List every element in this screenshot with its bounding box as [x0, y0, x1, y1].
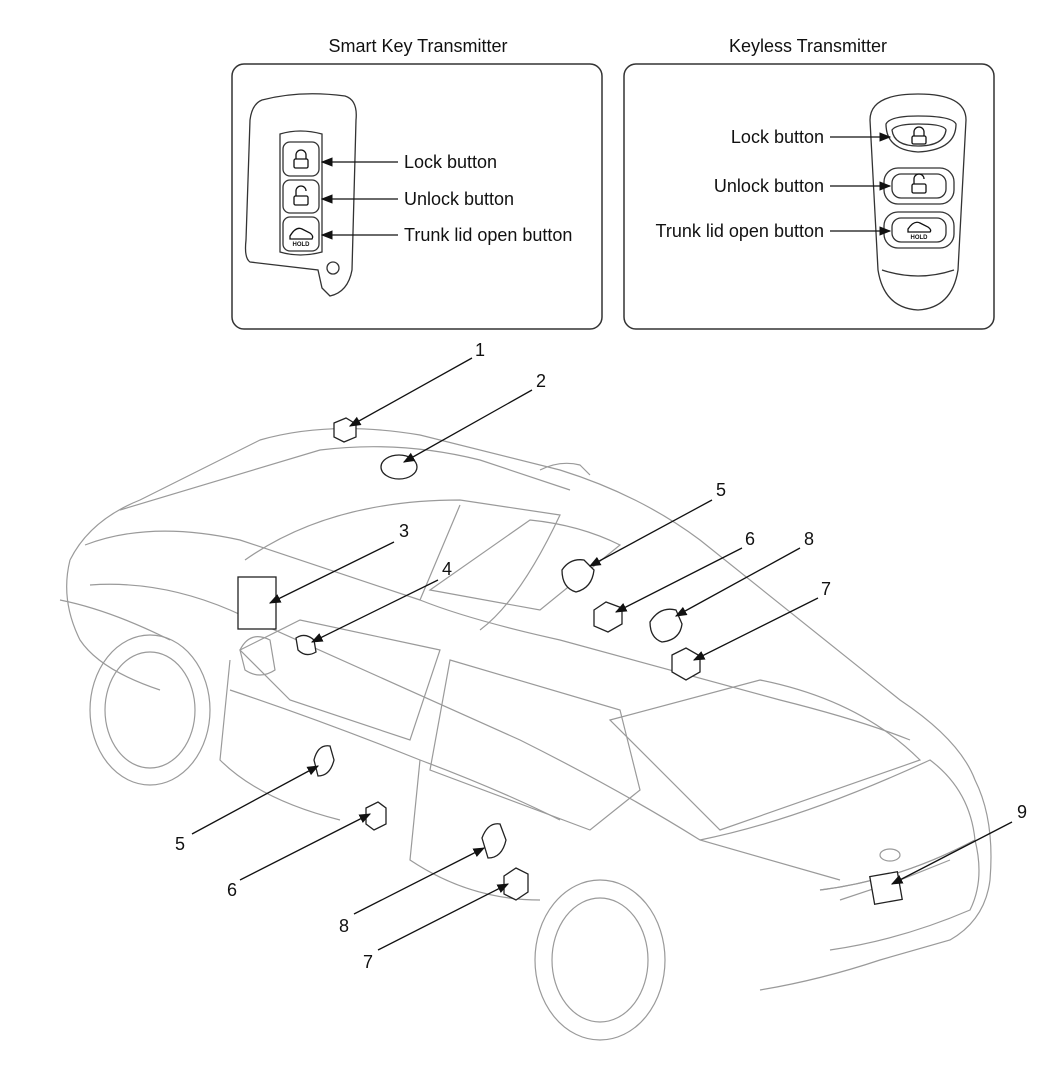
component-5b: [313, 745, 335, 777]
car-outline: [59, 428, 992, 1041]
trunk-icon: HOLD: [289, 227, 314, 248]
keyless-unlock-label: Unlock button: [714, 176, 824, 196]
unlock-icon: [911, 173, 927, 194]
component-2: [380, 454, 418, 480]
component-1: [333, 417, 357, 443]
lock-icon: [293, 149, 309, 169]
smart-trunk-button[interactable]: [282, 216, 320, 252]
smart-key-title: Smart Key Transmitter: [328, 36, 507, 56]
component-7b: [503, 867, 529, 901]
unlock-icon: [293, 185, 309, 206]
keyless-panel: Keyless Transmitter HOLD: [623, 36, 995, 330]
callout-8a: 8: [804, 529, 814, 549]
keyless-frame: [623, 63, 995, 330]
component-7a: [671, 647, 701, 681]
callout-numbers: 1 2 3 4 5 6 8 7 9 5 6 8 7: [175, 340, 1027, 972]
component-6a: [593, 601, 623, 633]
component-9: [869, 871, 903, 905]
component-8b: [481, 823, 507, 859]
callout-7a: 7: [821, 579, 831, 599]
smart-unlock-label: Unlock button: [404, 189, 514, 209]
callout-2: 2: [536, 371, 546, 391]
keyless-title: Keyless Transmitter: [729, 36, 887, 56]
smart-key-frame: [231, 63, 603, 330]
lock-icon: [911, 126, 927, 145]
callout-5b: 5: [175, 834, 185, 854]
callout-lines: [191, 357, 1013, 951]
smart-key-fob: HOLD: [244, 93, 357, 297]
callout-5a: 5: [716, 480, 726, 500]
callout-9: 9: [1017, 802, 1027, 822]
component-5a: [561, 559, 595, 593]
smart-lock-label: Lock button: [404, 152, 497, 172]
smart-trunk-label: Trunk lid open button: [404, 225, 572, 245]
keyless-fob: HOLD: [869, 93, 967, 311]
hold-text: HOLD: [293, 242, 311, 248]
keyless-trunk-label: Trunk lid open button: [656, 221, 824, 241]
smart-key-panel: Smart Key Transmitter HOLD: [231, 36, 603, 330]
component-4: [295, 634, 317, 656]
components: [237, 417, 903, 905]
component-8a: [649, 608, 683, 643]
callout-8b: 8: [339, 916, 349, 936]
callout-3: 3: [399, 521, 409, 541]
callout-6b: 6: [227, 880, 237, 900]
callout-1: 1: [475, 340, 485, 360]
keyless-lock-label: Lock button: [731, 127, 824, 147]
callout-4: 4: [442, 559, 452, 579]
trunk-icon: HOLD: [907, 221, 932, 241]
callout-7b: 7: [363, 952, 373, 972]
callout-6a: 6: [745, 529, 755, 549]
component-6b: [365, 801, 387, 831]
hold-text: HOLD: [911, 235, 929, 241]
